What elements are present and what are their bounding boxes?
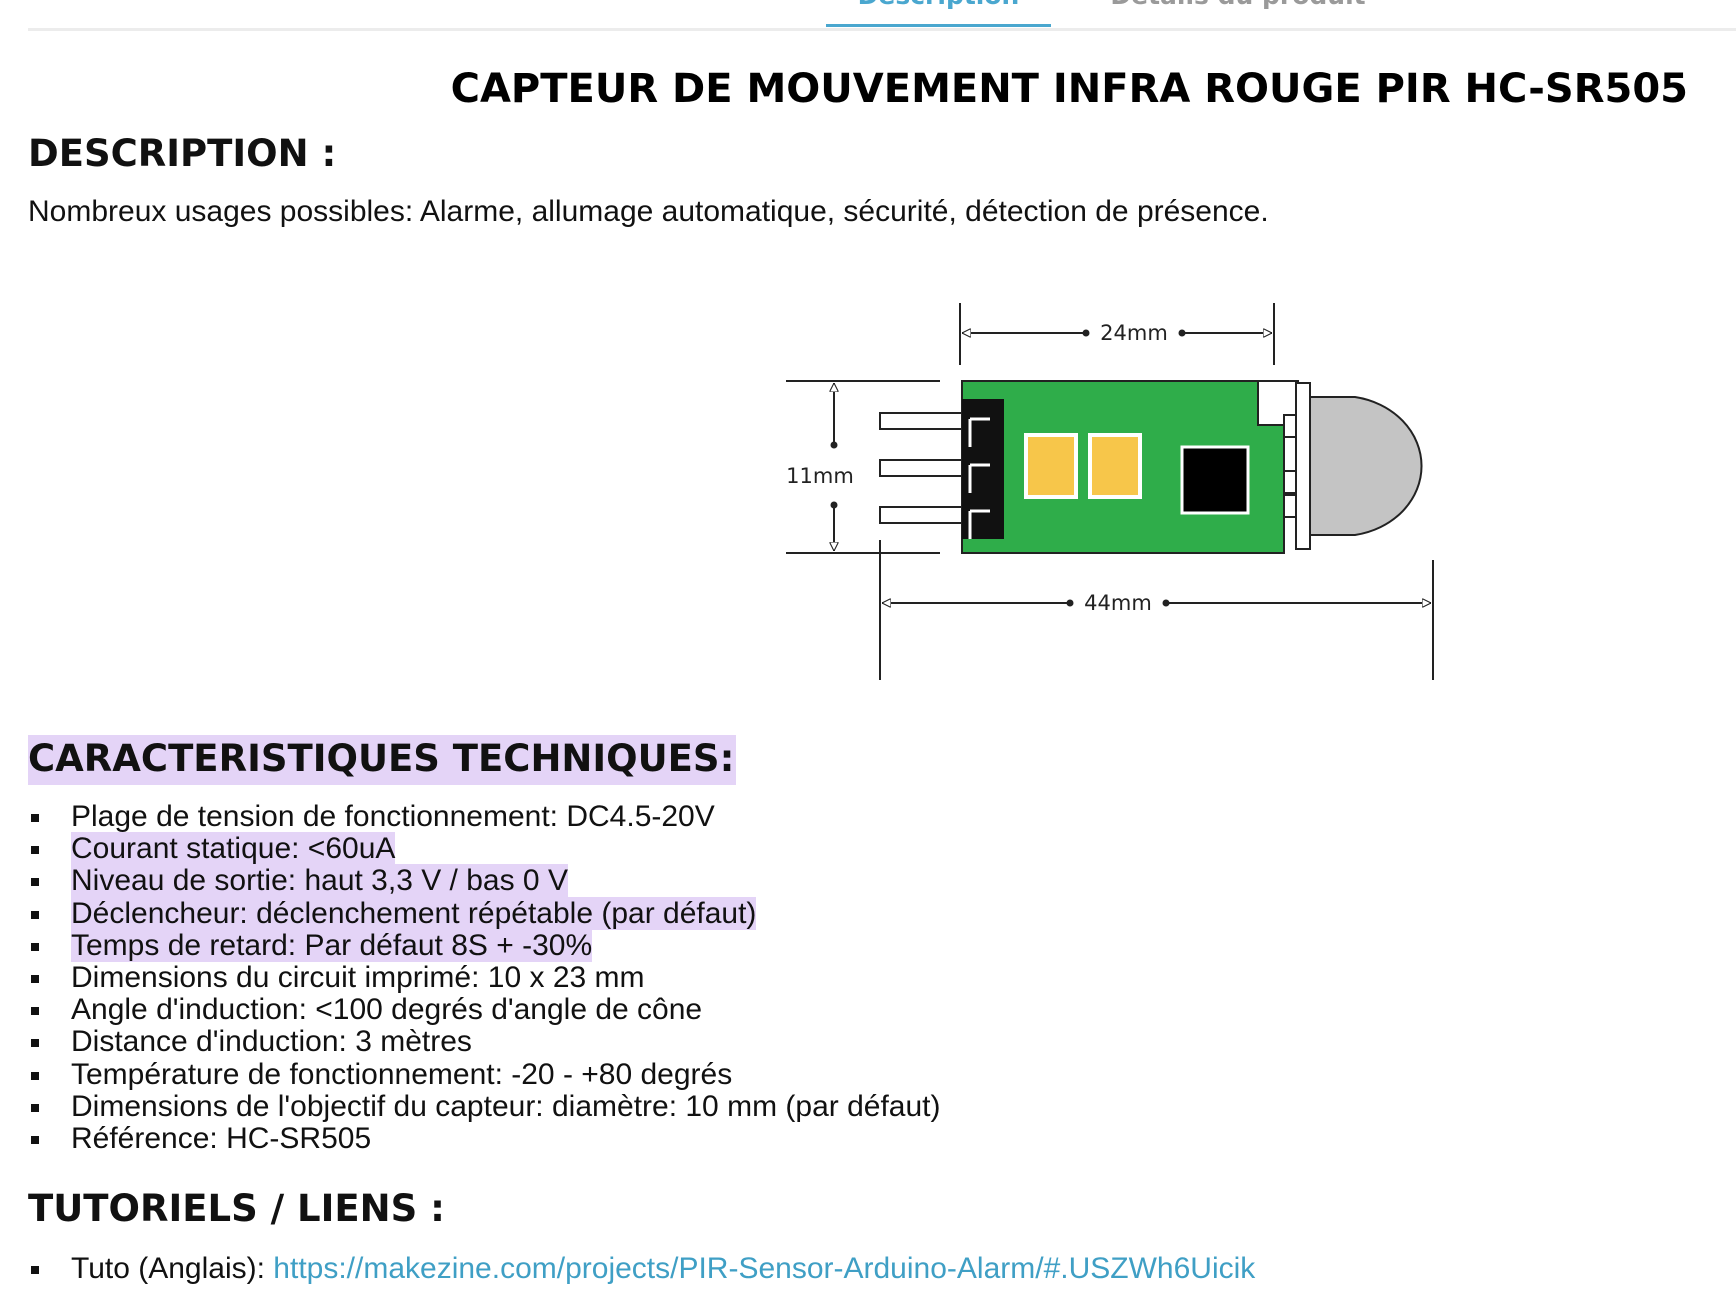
list-item: Tuto (Anglais): https://makezine.com/pro… [28, 1250, 1255, 1288]
dim-dot [1082, 329, 1090, 337]
spec-text: Référence: HC-SR505 [71, 1122, 372, 1156]
specs-heading: CARACTERISTIQUES TECHNIQUES: [28, 735, 737, 785]
tab-description[interactable]: Description [826, 0, 1051, 27]
fresnel-lens [1309, 396, 1423, 536]
dim-dot [1066, 599, 1074, 607]
tab-bar: Description Détails du produit [28, 0, 1736, 31]
description-text: Nombreux usages possibles: Alarme, allum… [28, 195, 1269, 228]
list-item: Plage de tension de fonctionnement: DC4.… [28, 800, 940, 833]
dim-dot [830, 441, 838, 449]
dim-dot [830, 501, 838, 509]
dim-dot [1178, 329, 1186, 337]
dim-label-length: 44mm [1084, 591, 1152, 615]
lens-flange [1295, 382, 1311, 550]
ic-chip [1180, 445, 1250, 515]
tutorial-link[interactable]: https://makezine.com/projects/PIR-Sensor… [273, 1252, 1256, 1285]
spec-text: Dimensions de l'objectif du capteur: dia… [71, 1089, 941, 1123]
spec-text: Plage de tension de fonctionnement: DC4.… [71, 800, 715, 833]
list-item: Température de fonctionnement: -20 - +80… [28, 1057, 940, 1091]
dim-label-height: 11mm [786, 464, 854, 488]
tutorials-heading: TUTORIELS / LIENS : [28, 1187, 445, 1230]
tutorials-list: Tuto (Anglais): https://makezine.com/pro… [28, 1250, 1255, 1288]
tutorial-prefix: Tuto (Anglais): [71, 1252, 274, 1285]
list-item: Courant statique: <60uA [28, 832, 940, 866]
list-item: Dimensions de l'objectif du capteur: dia… [28, 1089, 941, 1123]
dim-dot [1162, 599, 1170, 607]
component-pad [1024, 433, 1078, 499]
list-item: Déclencheur: déclenchement répétable (pa… [28, 896, 940, 930]
spec-text: Déclencheur: déclenchement répétable (pa… [71, 896, 757, 930]
spec-text: Temps de retard: Par défaut 8S + -30% [71, 928, 593, 962]
spec-text: Angle d'induction: <100 degrés d'angle d… [71, 993, 703, 1027]
spec-text: Distance d'induction: 3 mètres [71, 1025, 472, 1059]
list-item: Angle d'induction: <100 degrés d'angle d… [28, 994, 940, 1026]
specs-list: Plage de tension de fonctionnement: DC4.… [28, 800, 941, 1156]
tab-product-details[interactable]: Détails du produit [1088, 0, 1388, 24]
spec-text: Courant statique: <60uA [71, 832, 396, 866]
sensor-dimension-diagram: 24mm 11mm 44mm [786, 303, 1434, 680]
spec-text: Niveau de sortie: haut 3,3 V / bas 0 V [71, 864, 568, 898]
dim-label-width: 24mm [1100, 321, 1168, 345]
spec-text: Température de fonctionnement: -20 - +80… [71, 1057, 733, 1091]
list-item: Distance d'induction: 3 mètres [28, 1026, 940, 1058]
list-item: Temps de retard: Par défaut 8S + -30% [28, 928, 940, 962]
component-pad [1088, 433, 1142, 499]
product-title: CAPTEUR DE MOUVEMENT INFRA ROUGE PIR HC-… [450, 66, 1688, 112]
list-item: Référence: HC-SR505 [28, 1122, 940, 1156]
list-item: Dimensions du circuit imprimé: 10 x 23 m… [28, 961, 940, 995]
description-heading: DESCRIPTION : [28, 132, 337, 175]
spec-text: Dimensions du circuit imprimé: 10 x 23 m… [71, 961, 645, 995]
list-item: Niveau de sortie: haut 3,3 V / bas 0 V [28, 864, 940, 898]
